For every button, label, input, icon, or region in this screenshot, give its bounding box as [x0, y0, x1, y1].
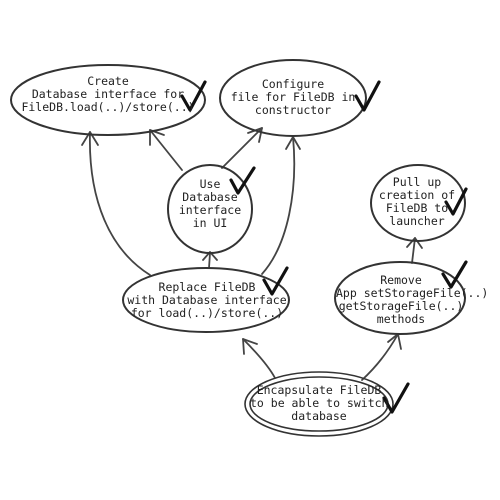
check-icon-use [229, 166, 256, 195]
node-encapsulate-label: Encapsulate FileDB to be able to switch … [250, 384, 388, 423]
node-encapsulate-line-2: to be able to switch [250, 396, 389, 410]
node-replace-line-1: Replace FileDB [158, 280, 256, 294]
arrowhead-replace-from-encapsulate [242, 338, 258, 355]
node-use-line-2: Database [182, 190, 238, 204]
node-replace-line-2: with Database interface [127, 293, 287, 307]
arrowhead-create-from-use [149, 129, 165, 146]
check-marks [180, 80, 468, 414]
node-use-line-3: interface [178, 203, 242, 217]
node-configure-outline [219, 59, 367, 137]
node-encapsulate-line-3: database [291, 409, 347, 423]
check-icon-configure [354, 80, 381, 112]
node-remove-line-2: App setStorageFile(..) [336, 286, 489, 300]
arrowhead-create-from-replace [81, 131, 99, 146]
node-configure-label: Configure file for FileDB in constructor [226, 78, 360, 117]
node-create-line-3: FileDB.load(..)/store(..) [21, 100, 195, 114]
node-pullup-outline [370, 164, 466, 242]
node-pullup-line-1: Pull up [392, 175, 442, 189]
node-use-label: Use Database interface in UI [172, 178, 248, 230]
node-use-outline [167, 164, 253, 254]
nodes [10, 59, 466, 437]
check-icon-encapsulate [382, 382, 410, 414]
node-pullup-line-2: creation of [378, 188, 456, 202]
node-remove-line-3: getStorageFile(..) [338, 299, 464, 313]
node-pullup-line-3: FileDB to [385, 201, 449, 215]
node-remove-label: Remove App setStorageFile(..) getStorage… [336, 273, 489, 326]
node-create-outline [10, 64, 206, 136]
node-configure-line-3: constructor [254, 103, 332, 117]
edge-encapsulate-to-remove [361, 333, 399, 381]
node-pullup-line-4: launcher [389, 214, 445, 228]
arrowhead-pullup-from-remove [406, 237, 423, 249]
node-create-label: Create Database interface for FileDB.loa… [12, 75, 204, 114]
check-icon-pullup [444, 187, 468, 216]
node-remove-line-1: Remove [380, 273, 422, 287]
node-remove-outline [334, 261, 466, 335]
node-replace-line-3: for load(..)/store(..) [130, 306, 284, 320]
node-remove-line-4: methods [376, 312, 426, 326]
node-encapsulate-line-1: Encapsulate FileDB [256, 383, 382, 397]
check-icon-create [180, 80, 207, 112]
edge-replace-to-create [89, 131, 151, 276]
node-create-line-2: Database interface for [31, 87, 185, 101]
node-configure-line-1: Configure [261, 77, 325, 91]
edges [81, 127, 423, 381]
arrowhead-configure-from-use [247, 127, 263, 143]
node-pullup-label: Pull up creation of FileDB to launcher [374, 176, 460, 228]
edge-remove-to-pullup [411, 237, 416, 264]
node-create-line-1: Create [87, 74, 129, 88]
edge-use-to-configure [221, 127, 263, 169]
check-icon-remove [441, 260, 468, 289]
node-use-line-1: Use [199, 177, 221, 191]
node-configure-line-2: file for FileDB in [230, 90, 356, 104]
edge-replace-to-use [208, 252, 211, 269]
edge-use-to-create [149, 129, 183, 171]
node-encapsulate-outer-outline [244, 371, 394, 437]
edge-encapsulate-to-replace [242, 338, 276, 379]
check-icon-replace [262, 266, 289, 296]
edge-replace-to-configure [261, 136, 296, 275]
node-use-line-4: in UI [192, 216, 228, 230]
node-replace-outline [122, 267, 290, 333]
node-replace-label: Replace FileDB with Database interface f… [124, 281, 290, 320]
